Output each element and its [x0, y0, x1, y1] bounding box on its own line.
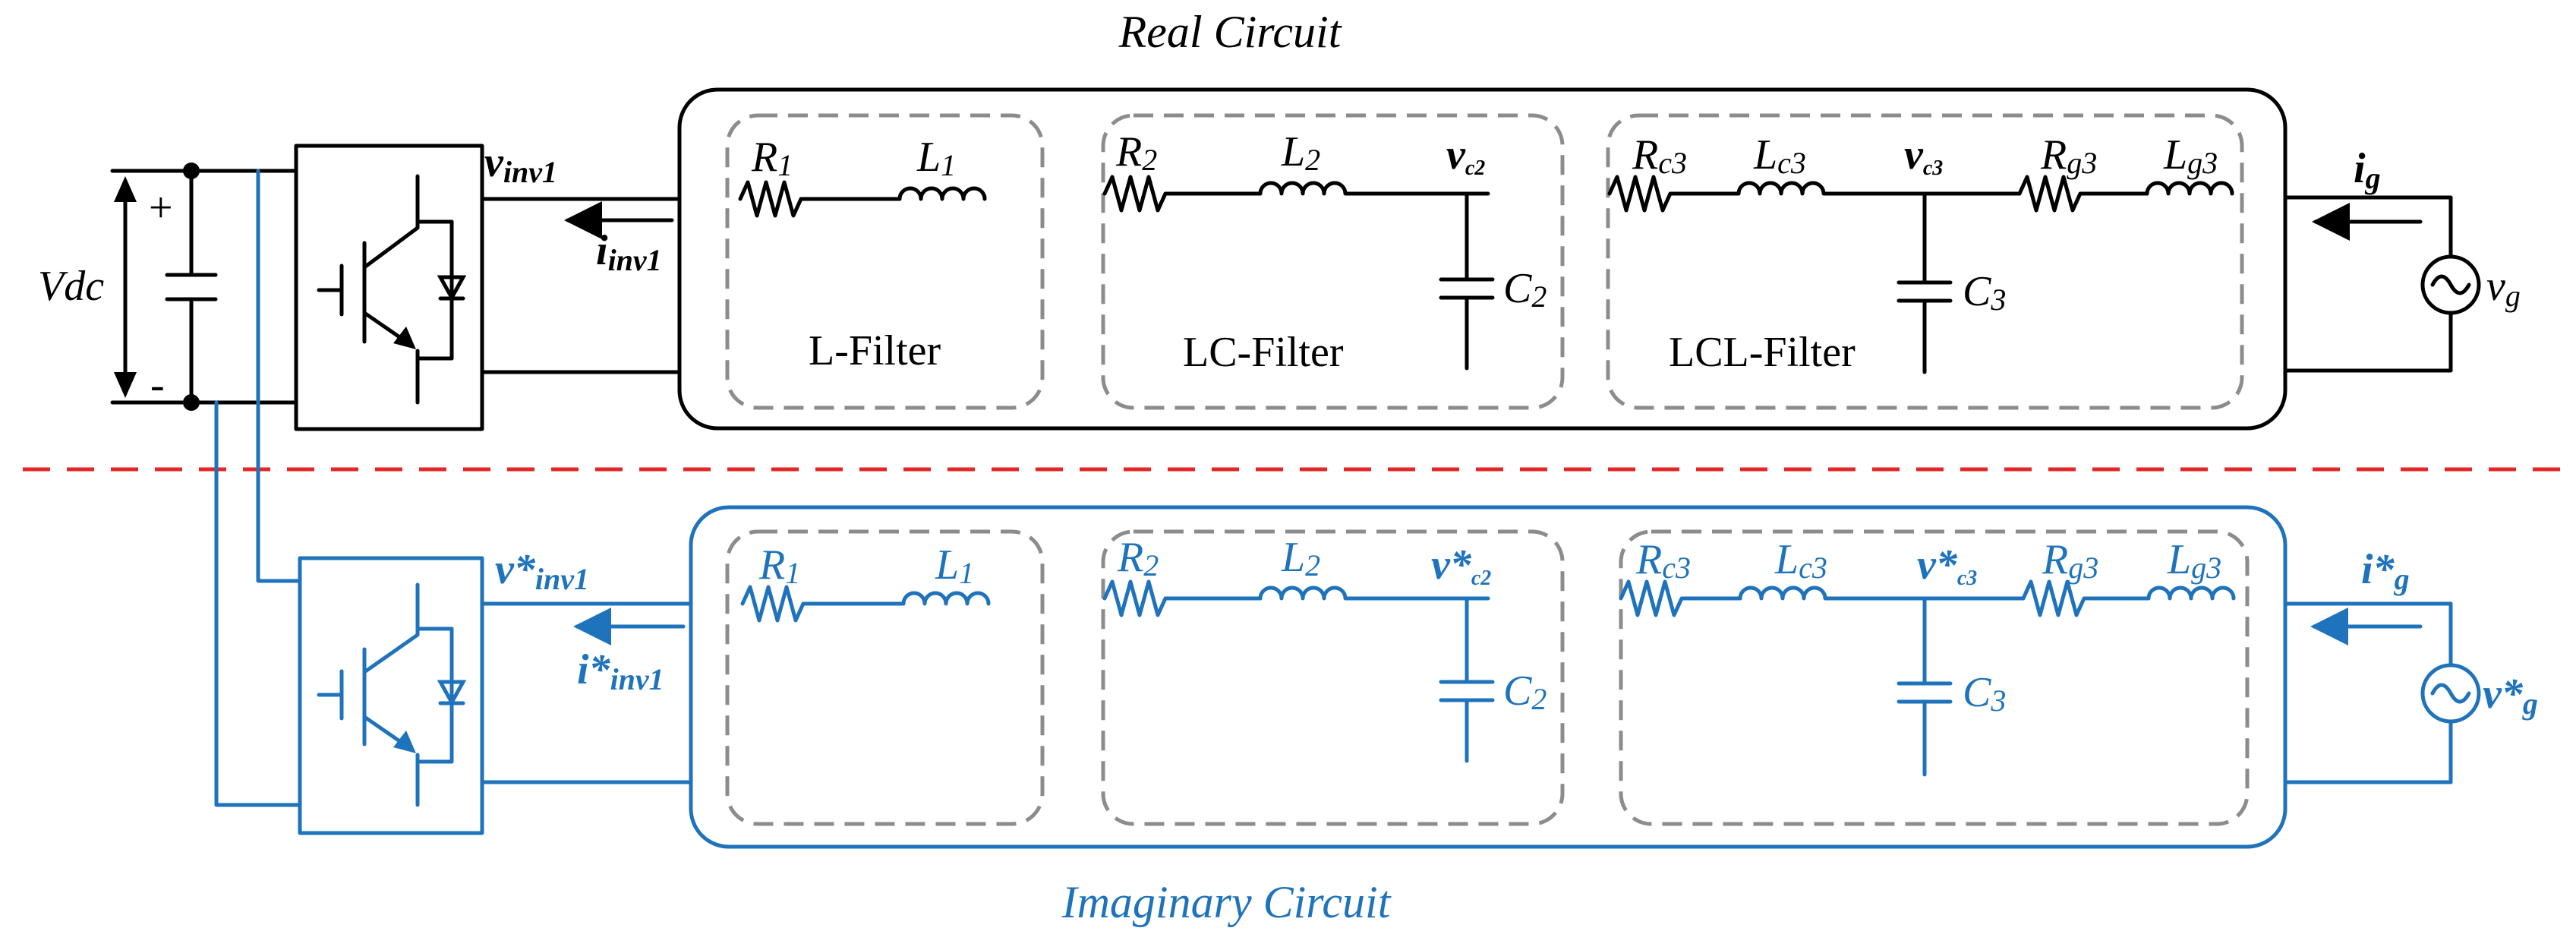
lc3-label: Lc3	[1774, 536, 1827, 585]
c2-label: C2	[1503, 265, 1547, 314]
rg3-label: Rg3	[2042, 536, 2098, 585]
inductor-l1	[897, 186, 987, 201]
imaginary-circuit-box	[689, 505, 2288, 849]
lc-filter-label: LC-Filter	[1183, 329, 1344, 376]
c3-label: C3	[1963, 669, 2006, 718]
l-filter-label: L-Filter	[809, 327, 941, 374]
inductor-l1	[901, 591, 991, 606]
resistor-rg3	[2021, 579, 2151, 617]
resistor-rc3	[1619, 579, 1742, 617]
junction-dot	[183, 394, 200, 411]
resistor-r1	[740, 585, 906, 623]
ig-label: ig	[2354, 145, 2381, 195]
vc2-label: vc2	[1446, 131, 1485, 180]
inverter-box	[298, 556, 484, 835]
resistor-rg3	[2017, 175, 2149, 213]
imaginary-circuit: v*inv1 i*inv1 R1 L1 R2 L2 v*c2 C2 Rc3	[214, 169, 2538, 849]
vc3-label: v*c3	[1917, 541, 1977, 590]
imag-dc-wire-top	[256, 169, 302, 583]
lcl-filter-box	[1606, 113, 2244, 410]
r1-label: R1	[751, 134, 793, 182]
inverter-imaginary	[298, 556, 484, 835]
imaginary-circuit-title: Imaginary Circuit	[1061, 877, 1392, 927]
c2-label: C2	[1503, 668, 1547, 716]
inductor-l2	[1258, 585, 1490, 601]
grid-source-real	[2420, 254, 2481, 315]
r2-label: R2	[1117, 534, 1159, 582]
l2-label: L2	[1281, 534, 1320, 582]
resistor-rc3	[1607, 175, 1741, 213]
real-circuit: Vdc + - vinv1 iinv1	[38, 87, 2521, 431]
inverter-box	[294, 144, 484, 431]
real-circuit-title: Real Circuit	[1118, 7, 1342, 57]
l-filter-box	[725, 113, 1045, 410]
i-inv-label: i*inv1	[577, 646, 664, 696]
inductor-l2	[1258, 181, 1490, 196]
lc-filter-box	[1101, 113, 1565, 410]
vg-label: v*g	[2483, 671, 2538, 721]
l1-label: L1	[935, 541, 974, 590]
lg3-label: Lg3	[2167, 536, 2221, 585]
ig-label: i*g	[2361, 546, 2410, 596]
rc3-label: Rc3	[1632, 131, 1687, 180]
v-inv-label: v*inv1	[495, 546, 589, 596]
ac-source-icon	[2430, 274, 2471, 295]
v-inv-label: vinv1	[484, 139, 557, 189]
inductor-lg3	[2145, 181, 2234, 196]
inductor-lc3	[1738, 585, 2026, 601]
vdc-arrow-down	[114, 372, 137, 398]
lc3-label: Lc3	[1753, 131, 1806, 180]
minus-sign: -	[150, 361, 165, 409]
inductor-lc3	[1736, 181, 2022, 196]
lc-filter-box	[1101, 529, 1565, 826]
plus-sign: +	[149, 185, 173, 232]
l2-label: L2	[1281, 128, 1320, 177]
r1-label: R1	[758, 541, 800, 590]
c3-label: C3	[1963, 268, 2006, 317]
lcl-filter-label: LCL-Filter	[1669, 329, 1856, 376]
real-circuit-box	[677, 87, 2288, 431]
vg-label: vg	[2486, 263, 2521, 313]
vc3-label: vc3	[1904, 131, 1943, 180]
inverter-real	[294, 144, 484, 431]
l1-label: L1	[916, 134, 956, 182]
ac-source-icon	[2430, 683, 2471, 704]
inductor-lg3	[2146, 585, 2236, 601]
resistor-r2	[1102, 579, 1263, 617]
vdc-label: Vdc	[38, 263, 104, 310]
grid-source-imaginary	[2420, 663, 2481, 724]
lcl-filter-box	[1619, 529, 2250, 826]
i-inv-label: iinv1	[596, 227, 662, 277]
vc2-label: v*c2	[1431, 541, 1491, 590]
resistor-r2	[1102, 175, 1263, 213]
dc-link: Vdc + -	[38, 163, 297, 411]
r2-label: R2	[1115, 128, 1157, 177]
l-filter-box	[725, 529, 1045, 826]
lg3-label: Lg3	[2163, 131, 2218, 180]
rg3-label: Rg3	[2040, 131, 2097, 180]
imag-dc-wire-bottom	[214, 400, 302, 807]
rc3-label: Rc3	[1635, 536, 1691, 585]
junction-dot	[183, 163, 200, 179]
vdc-arrow-up	[114, 176, 137, 202]
resistor-r1	[738, 180, 902, 218]
